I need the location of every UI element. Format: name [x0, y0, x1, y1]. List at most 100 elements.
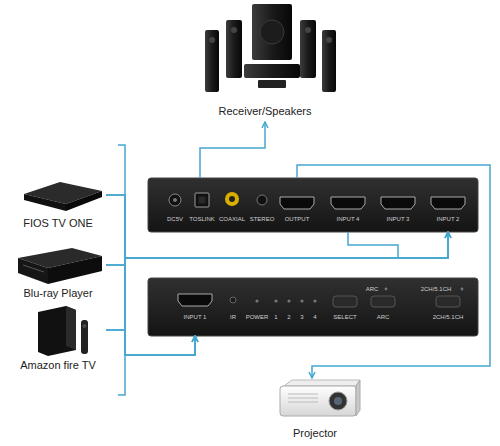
switch-front-panel: INPUT 1 IR POWER 1 2 3 4 SELECT ARC 2CH/5.1CH ARC 2… [148, 278, 478, 336]
fire-tv-box [38, 306, 76, 356]
stereo-jack [257, 195, 267, 205]
hdmi-cable [106, 232, 448, 330]
center-speaker [244, 64, 300, 78]
rear-panel-figure [148, 178, 478, 232]
tower-speaker [300, 20, 316, 78]
remote-button [83, 324, 87, 328]
tower-speaker [322, 30, 336, 92]
projector-figure [280, 380, 360, 416]
hdmi-port [381, 197, 415, 209]
arc-button [371, 296, 395, 307]
hdmi-port [280, 197, 314, 209]
port-label: TOSLINK [189, 216, 215, 222]
projector-top [284, 380, 360, 386]
hdmi-port [331, 197, 365, 209]
fire-tv-side [66, 306, 76, 350]
device-label: Amazon fire TV [20, 359, 96, 372]
woofer-cone [260, 20, 284, 44]
port-label: INPUT 3 [387, 216, 410, 222]
projector: Projector [265, 378, 365, 442]
port-label: COAXIAL [219, 216, 245, 222]
hdmi-cable [106, 265, 195, 355]
port-label: ARC [366, 286, 379, 292]
led [274, 299, 277, 302]
toslink-port [195, 193, 209, 207]
led [287, 299, 290, 302]
led [300, 299, 303, 302]
source-device: Blu-ray Player [10, 242, 106, 302]
panel-body [148, 178, 478, 232]
port-label: 2CH/5.1CH [421, 286, 452, 292]
port-label: STEREO [250, 216, 275, 222]
port-label: 2 [287, 314, 290, 320]
hdmi-cable [106, 195, 195, 355]
dc-pin [173, 198, 177, 202]
hdmi-cable [297, 165, 490, 378]
input-joiner [348, 232, 398, 258]
remote [81, 320, 88, 354]
port-label: INPUT 2 [437, 216, 460, 222]
port-label: 2CH/5.1CH [433, 314, 464, 320]
box-side [66, 191, 102, 211]
tower-speaker [226, 20, 242, 78]
port-label: 1 [274, 314, 277, 320]
tower-speaker [205, 30, 219, 92]
select-button [333, 296, 357, 307]
port-label: SELECT [333, 314, 356, 320]
hdmi-port [431, 197, 465, 209]
subwoofer [252, 4, 292, 60]
tweeter [209, 37, 215, 43]
led [313, 299, 316, 302]
port-label: IR [230, 314, 236, 320]
port-label: INPUT 4 [337, 216, 360, 222]
front-panel-figure [148, 278, 478, 336]
coaxial-hole [229, 196, 235, 202]
speaker-system: Receiver/Speakers [195, 0, 335, 122]
led [255, 299, 258, 302]
source-device: Amazon fire TV [10, 304, 106, 374]
port-label: POWER [246, 314, 269, 320]
hdmi-cable [106, 330, 195, 355]
tweeter [231, 27, 237, 33]
vents [288, 394, 318, 402]
tweeter [305, 27, 311, 33]
tweeter [326, 37, 332, 43]
device-label: FIOS TV ONE [23, 217, 92, 230]
hdmi-cable [200, 122, 265, 178]
source-device: FIOS TV ONE [10, 174, 106, 232]
led [385, 288, 388, 291]
hdmi-port [178, 294, 212, 306]
coaxial-port [225, 192, 239, 206]
led [461, 288, 464, 291]
speaker-set [205, 4, 336, 92]
port-label: INPUT 1 [184, 314, 207, 320]
projector-body [280, 386, 356, 416]
ir-sensor [230, 297, 236, 303]
connectors [106, 122, 490, 378]
box-side [24, 194, 66, 211]
port-label: 4 [313, 314, 316, 320]
source-bracket [118, 145, 125, 395]
port-label: OUTPUT [285, 216, 310, 222]
toslink-socket [199, 197, 206, 204]
port-label: ARC [377, 314, 390, 320]
blu-ray-figure [18, 248, 102, 284]
hdmi-cable [106, 195, 448, 258]
dc-jack [169, 194, 181, 206]
lens-glass [334, 397, 342, 405]
device-label: Receiver/Speakers [219, 105, 312, 118]
panel-body [148, 278, 478, 336]
hdmi-cable [106, 232, 448, 265]
port-label: 3 [300, 314, 303, 320]
mode-button [436, 296, 460, 307]
receiver-box [258, 80, 286, 88]
set-top-box-figure [24, 182, 102, 211]
projector-side [356, 380, 360, 416]
fire-tv-figure [38, 306, 88, 356]
disc-tray [23, 265, 44, 272]
port-label: DC5V [167, 216, 183, 222]
device-label: Blu-ray Player [23, 287, 92, 300]
device-label: Projector [293, 427, 337, 440]
lens [329, 392, 347, 410]
